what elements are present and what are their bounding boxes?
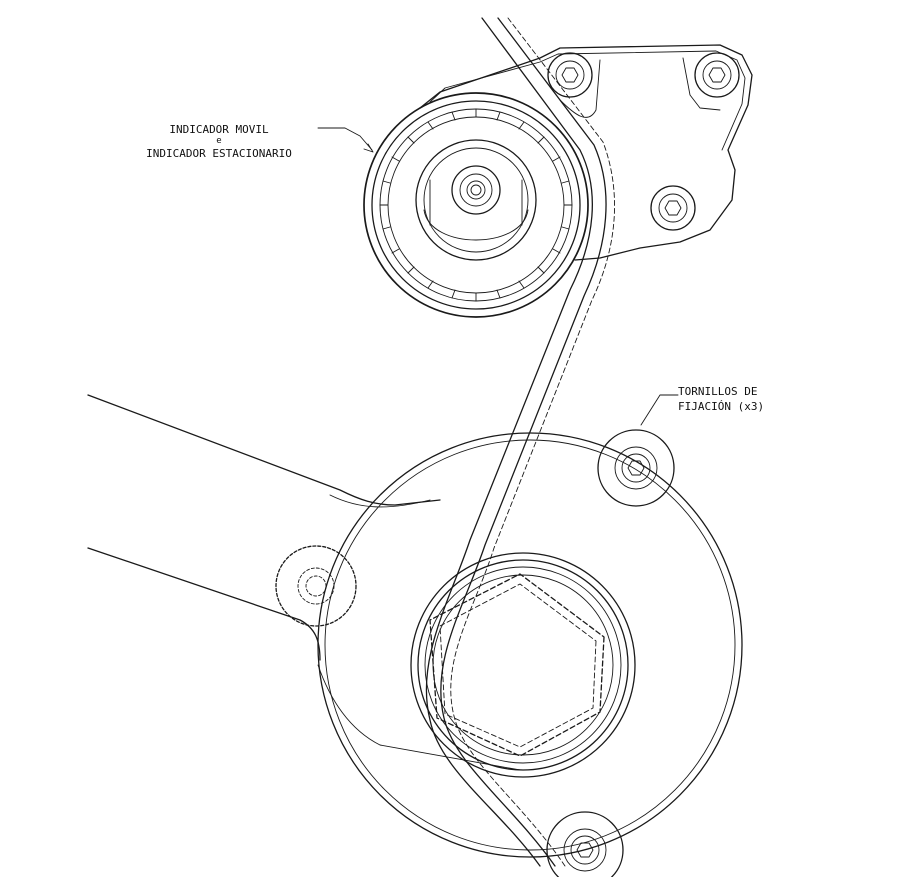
bolts-label: TORNILLOS DE FIJACIÓN (x3) xyxy=(678,384,764,414)
cover-bolt-lower xyxy=(546,811,624,877)
indicator-teeth xyxy=(379,108,573,302)
bracket-bolt-top-left xyxy=(547,52,593,98)
indicator-label-line2: e xyxy=(216,136,222,146)
tool-arm xyxy=(87,394,521,771)
tensioner-pulley xyxy=(363,92,589,318)
cover-bolt-upper xyxy=(597,429,675,507)
bolts-leader-line xyxy=(640,394,679,426)
indicator-label-line3: INDICADOR ESTACIONARIO xyxy=(146,147,292,160)
bolts-label-line1: TORNILLOS DE xyxy=(678,385,758,398)
bracket-bolt-lower xyxy=(650,185,696,231)
tensioner-bracket xyxy=(419,44,753,261)
bracket-bolt-top-right xyxy=(694,52,740,98)
drive-gear xyxy=(410,552,636,778)
indicator-label: INDICADOR MOVIL e INDICADOR ESTACIONARIO xyxy=(120,122,318,161)
drive-belt xyxy=(425,17,615,867)
indicator-label-line1: INDICADOR MOVIL xyxy=(169,123,269,136)
bolts-label-line2: FIJACIÓN (x3) xyxy=(678,400,765,413)
cover-plate xyxy=(317,432,743,858)
indicator-leader-line xyxy=(317,127,374,153)
